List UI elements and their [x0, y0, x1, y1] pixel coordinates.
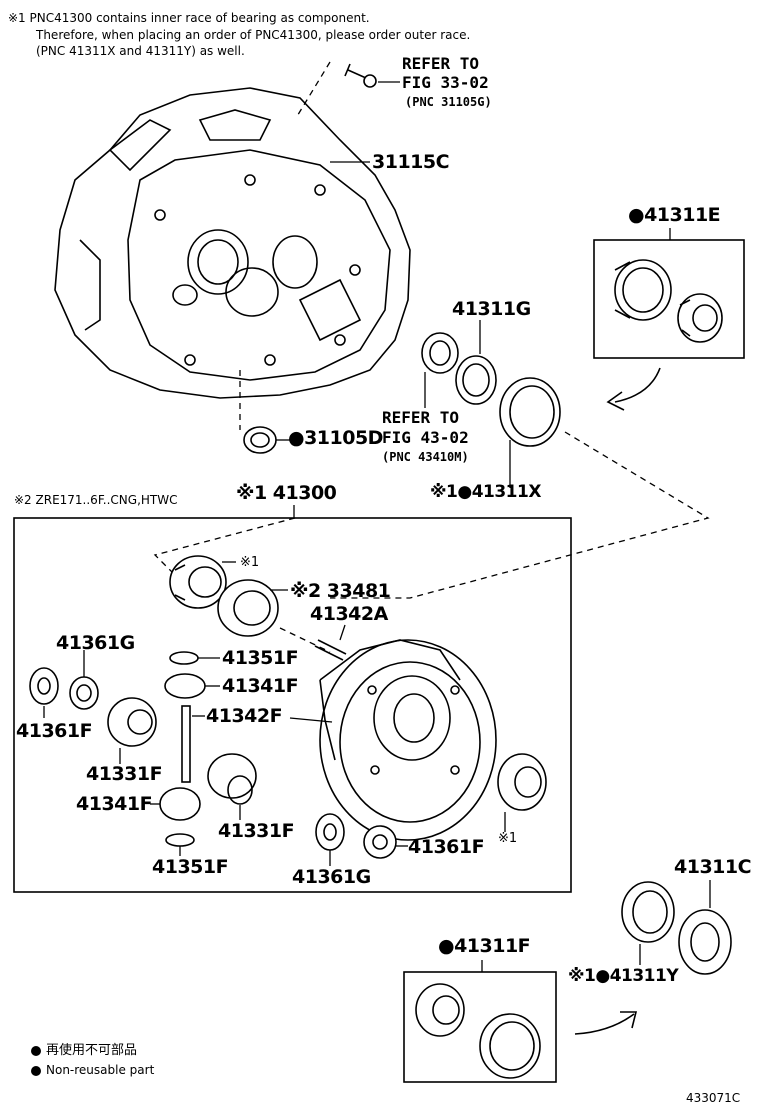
part-label-41311f[interactable]: ●41311F — [438, 935, 531, 957]
part-label-41341f-upper[interactable]: 41341F — [222, 675, 299, 697]
washer-41351f-b-drawing — [165, 833, 195, 847]
ref-fig33-line1: REFER TO — [402, 54, 480, 73]
part-label-33481[interactable]: ※2 33481 — [290, 580, 391, 602]
shaft-41342f-drawing — [181, 705, 191, 783]
part-label-31105d[interactable]: ●31105D — [288, 427, 383, 449]
ref-fig33-line3: (PNC 31105G) — [405, 95, 492, 109]
note-line-1: ※1 PNC41300 contains inner race of beari… — [8, 11, 370, 25]
oil-seal-drawing — [243, 426, 277, 454]
bolt-drawing — [344, 63, 377, 88]
bearing-41311g-drawing — [421, 332, 561, 447]
part-label-41311x[interactable]: ※1●41311X — [430, 482, 541, 502]
transaxle-case-drawing — [54, 87, 411, 399]
mark-1-lower: ※1 — [498, 831, 518, 846]
part-label-41341f-lower[interactable]: 41341F — [76, 793, 153, 815]
ring-gear-drawing — [319, 639, 497, 841]
mark-1-upper: ※1 — [240, 555, 260, 570]
reluctor-ring-drawing — [217, 579, 279, 637]
bearing-41311f-box — [403, 971, 557, 1083]
part-label-41351f-lower[interactable]: 41351F — [152, 856, 229, 878]
bearing-41311e-box — [593, 239, 745, 359]
ref-fig43-line1: REFER TO — [382, 408, 460, 427]
part-label-41331f-left[interactable]: 41331F — [86, 763, 163, 785]
part-label-41351f-upper[interactable]: 41351F — [222, 647, 299, 669]
note-line-2: Therefore, when placing an order of PNC4… — [36, 28, 471, 42]
bearing-race-41311y-drawing — [621, 881, 675, 943]
washer-41361f-b-drawing — [363, 825, 397, 859]
part-label-41342a[interactable]: 41342A — [310, 603, 388, 625]
pinion-41341f-drawing — [164, 673, 206, 699]
part-label-41361f-right[interactable]: 41361F — [408, 836, 485, 858]
part-label-41361g-lower[interactable]: 41361G — [292, 866, 371, 888]
legend-japanese: 再使用不可部品 — [46, 1043, 138, 1058]
figure-code: 433071C — [686, 1091, 741, 1105]
part-label-41311e[interactable]: ●41311E — [628, 204, 721, 226]
pinion-41341f-b-drawing — [159, 787, 201, 821]
ref-fig43-line2[interactable]: FIG 43-02 — [382, 428, 469, 447]
shim-41311c-drawing — [678, 909, 732, 975]
part-label-41361f-left[interactable]: 41361F — [16, 720, 93, 742]
bearing-lower-drawing — [497, 753, 547, 811]
side-gear-41331f-b-drawing — [207, 753, 257, 805]
washer-41361g-b-drawing — [315, 813, 345, 851]
part-label-41342f[interactable]: 41342F — [206, 705, 283, 727]
part-label-41300[interactable]: ※1 41300 — [236, 482, 337, 504]
part-label-41311g[interactable]: 41311G — [452, 298, 531, 320]
ref-fig33-line2[interactable]: FIG 33-02 — [402, 73, 489, 92]
part-label-41331f-right[interactable]: 41331F — [218, 820, 295, 842]
legend-english: Non-reusable part — [46, 1063, 155, 1077]
bullet-icon — [31, 1046, 41, 1056]
side-gear-41331f-drawing — [107, 697, 157, 747]
washer-41361g-drawing — [69, 676, 99, 710]
part-label-41311c[interactable]: 41311C — [674, 856, 752, 878]
ref-fig43-line3: (PNC 43410M) — [382, 450, 469, 464]
washer-41351f-drawing — [169, 651, 199, 665]
bearing-upper-drawing — [169, 555, 227, 609]
part-label-31115c[interactable]: 31115C — [372, 151, 450, 173]
variant-note: ※2 ZRE171..6F..CNG,HTWC — [14, 493, 178, 507]
note-line-3: (PNC 41311X and 41311Y) as well. — [36, 44, 245, 58]
part-label-41311y[interactable]: ※1●41311Y — [568, 966, 679, 986]
part-label-41361g-upper[interactable]: 41361G — [56, 632, 135, 654]
bullet-icon — [31, 1066, 41, 1076]
washer-41361f-drawing — [29, 667, 59, 705]
